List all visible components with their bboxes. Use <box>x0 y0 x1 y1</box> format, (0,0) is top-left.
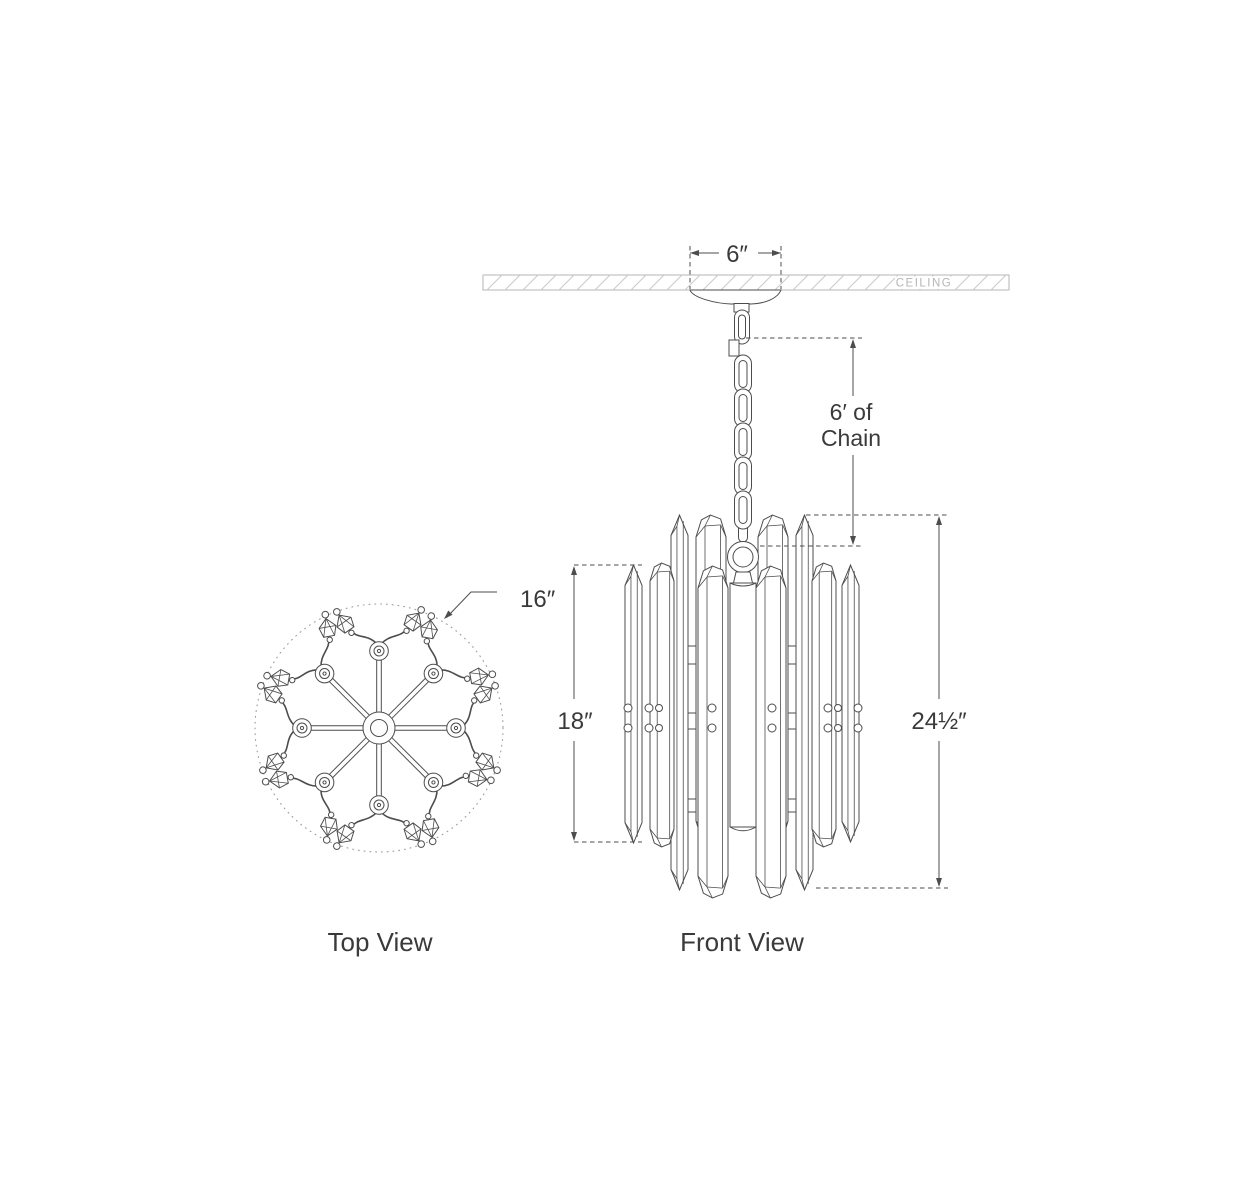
ceiling-label: CEILING <box>896 278 953 290</box>
crystal-rosette <box>403 820 425 848</box>
dimension-shade-height: 18″ <box>557 564 642 843</box>
crystal-rosette <box>420 612 439 645</box>
radial-arms <box>257 606 501 850</box>
crystal-rosette <box>333 608 355 636</box>
crystal-rosette <box>403 606 425 634</box>
overall-height-value: 24½″ <box>911 708 967 735</box>
top-view-label: Top View <box>327 927 432 957</box>
dimension-overall-height: 24½″ <box>806 514 967 889</box>
radial-arm <box>388 737 495 846</box>
crystal-rosette <box>333 822 355 850</box>
dimension-chain-length: 6′ of Chain <box>746 337 881 547</box>
crystal-rosette <box>462 769 495 788</box>
crystal-rosette <box>261 770 294 789</box>
crystal-rosette <box>464 667 497 686</box>
crystal-rosette <box>473 752 501 774</box>
top-view-drawing <box>254 603 504 853</box>
canopy-width-value: 6″ <box>726 241 748 268</box>
center-drum <box>729 582 757 828</box>
crystal-rosette <box>318 610 337 643</box>
hanging-chain <box>728 309 752 543</box>
crystal-bar <box>649 562 675 848</box>
diameter-outline-circle <box>254 603 504 853</box>
crystal-bars-back-row <box>624 513 860 892</box>
dimension-canopy-width: 6″ <box>689 241 782 289</box>
chain-length-value-line1: 6′ of <box>830 399 873 425</box>
crystal-rosette <box>257 682 285 704</box>
crystal-bar <box>670 513 689 892</box>
front-view-label: Front View <box>680 927 804 957</box>
center-drum-assembly <box>727 541 759 832</box>
crystal-bar <box>624 563 643 845</box>
radial-arm <box>388 612 497 719</box>
top-diameter-value: 16″ <box>520 586 556 613</box>
radial-arm <box>263 610 370 719</box>
crystal-rosette <box>259 752 287 774</box>
ceiling-label-backdrop <box>895 276 953 289</box>
crystal-rosette <box>263 668 296 687</box>
canopy <box>689 289 782 313</box>
ceiling-band: CEILING <box>482 274 1010 291</box>
crystal-rosette <box>319 811 338 844</box>
crystal-bar <box>811 562 837 848</box>
mounting-screws <box>623 703 863 733</box>
shade-height-value: 18″ <box>557 708 593 735</box>
crystal-bar <box>841 563 860 844</box>
chain-length-value-line2: Chain <box>821 425 881 451</box>
dimension-top-diameter: 16″ <box>444 586 556 619</box>
radial-arm <box>261 737 370 844</box>
crystal-bar <box>795 513 814 892</box>
front-view-fixture <box>623 513 863 899</box>
radial-arm <box>333 744 425 850</box>
radial-arm <box>395 682 501 774</box>
radial-arm <box>333 606 425 712</box>
crystal-rosette <box>471 682 499 704</box>
radial-arm <box>257 682 363 774</box>
drum-socket <box>732 571 754 584</box>
crystal-rosette <box>421 813 440 846</box>
